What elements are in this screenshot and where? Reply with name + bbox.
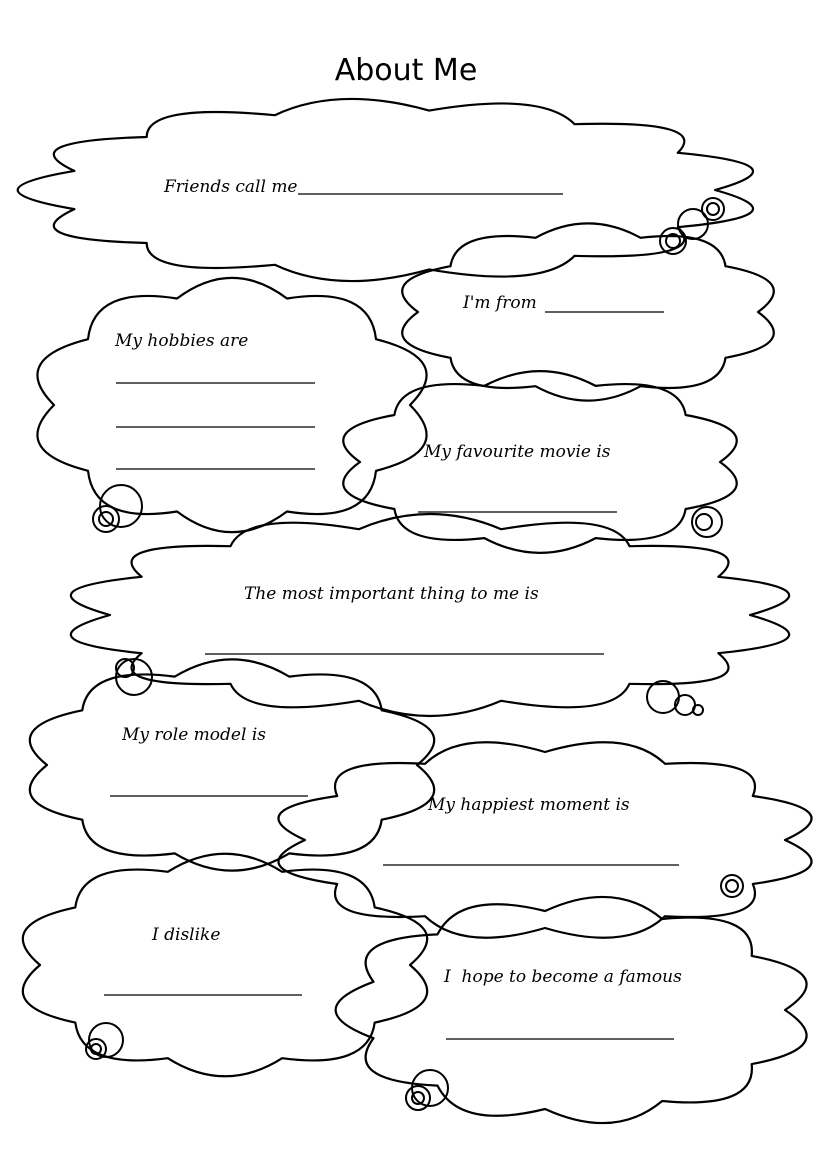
cloud-famous <box>334 895 808 1125</box>
cloud-role-model-outline <box>28 658 436 872</box>
cloud-dislike-outline <box>21 852 429 1078</box>
cloud-dislike <box>21 852 429 1078</box>
cloud-movie <box>342 370 738 554</box>
thought-bubble <box>98 511 114 527</box>
thought-bubble <box>659 227 687 255</box>
thought-bubble <box>90 1043 102 1055</box>
thought-bubble <box>88 1022 124 1058</box>
prompt-important: The most important thing to me is <box>244 584 539 604</box>
thought-bubble <box>411 1091 425 1105</box>
cloud-important-outline <box>70 512 790 718</box>
thought-bubble <box>695 513 713 531</box>
thought-bubble <box>99 484 143 528</box>
cloud-happiest <box>277 741 813 939</box>
cloud-hobbies <box>36 276 428 534</box>
prompt-famous: I hope to become a famous <box>443 967 682 987</box>
cloud-from <box>401 222 775 402</box>
thought-bubbles <box>85 197 744 1111</box>
thought-bubble <box>677 208 709 240</box>
cloud-movie-outline <box>342 370 738 554</box>
cloud-friends <box>16 97 754 283</box>
thought-bubble <box>646 680 680 714</box>
cloud-happiest-outline <box>277 741 813 939</box>
thought-bubble <box>405 1085 431 1111</box>
cloud-friends-outline <box>16 97 754 283</box>
cloud-from-outline <box>401 222 775 402</box>
thought-bubble <box>665 233 681 249</box>
thought-bubble <box>725 879 739 893</box>
prompt-dislike: I dislike <box>151 925 220 945</box>
thought-bubble <box>701 197 725 221</box>
thought-bubble <box>692 704 704 716</box>
thought-bubble <box>115 658 153 696</box>
thought-bubble <box>115 658 135 678</box>
answer-lines <box>104 193 679 1040</box>
prompt-from: I'm from <box>462 293 537 313</box>
cloud-shapes <box>16 97 813 1125</box>
page-title: About Me <box>335 53 478 88</box>
cloud-hobbies-outline <box>36 276 428 534</box>
cloud-role-model <box>28 658 436 872</box>
thought-bubble <box>720 874 744 898</box>
cloud-famous-outline <box>334 895 808 1125</box>
prompt-happiest: My happiest moment is <box>427 795 630 815</box>
prompt-movie: My favourite movie is <box>423 442 611 462</box>
thought-bubble <box>691 506 723 538</box>
prompt-role-model: My role model is <box>121 725 266 745</box>
prompt-friends: Friends call me <box>163 177 298 197</box>
thought-bubble <box>85 1038 107 1060</box>
cloud-important <box>70 512 790 718</box>
prompt-hobbies: My hobbies are <box>114 331 248 351</box>
thought-bubble <box>92 505 120 533</box>
thought-bubble <box>706 202 720 216</box>
